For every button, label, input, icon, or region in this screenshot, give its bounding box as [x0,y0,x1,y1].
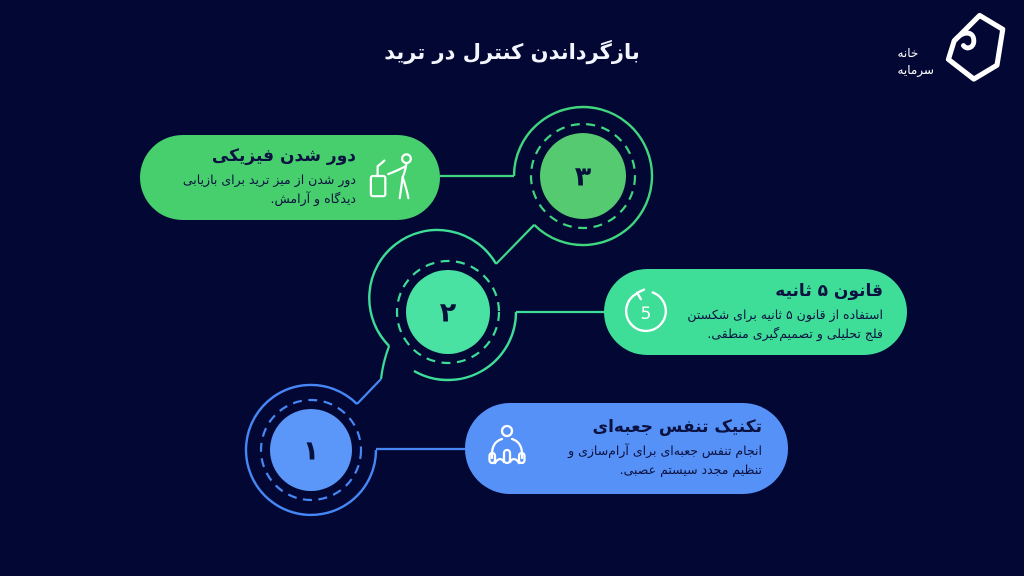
step-card-physical-distance: دور شدن فیزیکی دور شدن از میز ترید برای … [140,135,440,220]
brand-name: خانه سرمایه [897,46,934,77]
node2-ring-tail [379,345,391,380]
step-card-description: استفاده از قانون ۵ ثانیه برای شکستن فلج … [687,306,883,341]
brand-name-line2: سرمایه [897,62,934,77]
step-card-box-breathing: تکنیک تنفس جعبه‌ای انجام تنفس جعبه‌ای بر… [465,403,788,494]
step-card-title: قانون ۵ ثانیه [775,280,883,301]
step-card-description: دور شدن از میز ترید برای بازیابی دیدگاه … [182,172,356,206]
brand-logo: خانه سرمایه [897,8,1012,90]
step-card-title: تکنیک تنفس جعبه‌ای [592,417,763,438]
step-card-title: دور شدن فیزیکی [211,146,356,167]
house-icon [945,12,1006,82]
five-label: 5 [640,303,652,324]
node1-circle [270,409,352,491]
walking-from-desk-icon [368,150,418,206]
node1-outer-ring [244,383,378,517]
node3-circle [540,133,626,219]
meditation-icon [483,424,531,474]
node2-outer-ring-left [368,228,498,347]
brand-name-line1: خانه [897,46,919,61]
step-number-badge-1: ۱ [302,435,320,467]
node1-dashed-ring [259,398,363,502]
node2-dashed-ring [395,259,501,365]
node3-outer-ring [512,105,654,247]
node2-circle [406,270,490,354]
step-number-badge-2: ۲ [439,297,457,329]
node3-dashed-ring [529,122,637,230]
page-title: بازگرداندن کنترل در ترید [384,40,640,64]
node2-outer-ring-right [413,311,518,382]
step-card-description: انجام تنفس جعبه‌ای برای آرام‌سازی و تنظی… [568,443,762,477]
step-number-badge-3: ۳ [574,161,592,193]
step-card-five-second-rule: 5 قانون ۵ ثانیه استفاده از قانون ۵ ثانیه… [604,269,907,355]
connector-node3-node2 [495,224,535,265]
connector-node2-node1 [356,378,382,405]
five-second-timer-icon: 5 [622,286,670,338]
